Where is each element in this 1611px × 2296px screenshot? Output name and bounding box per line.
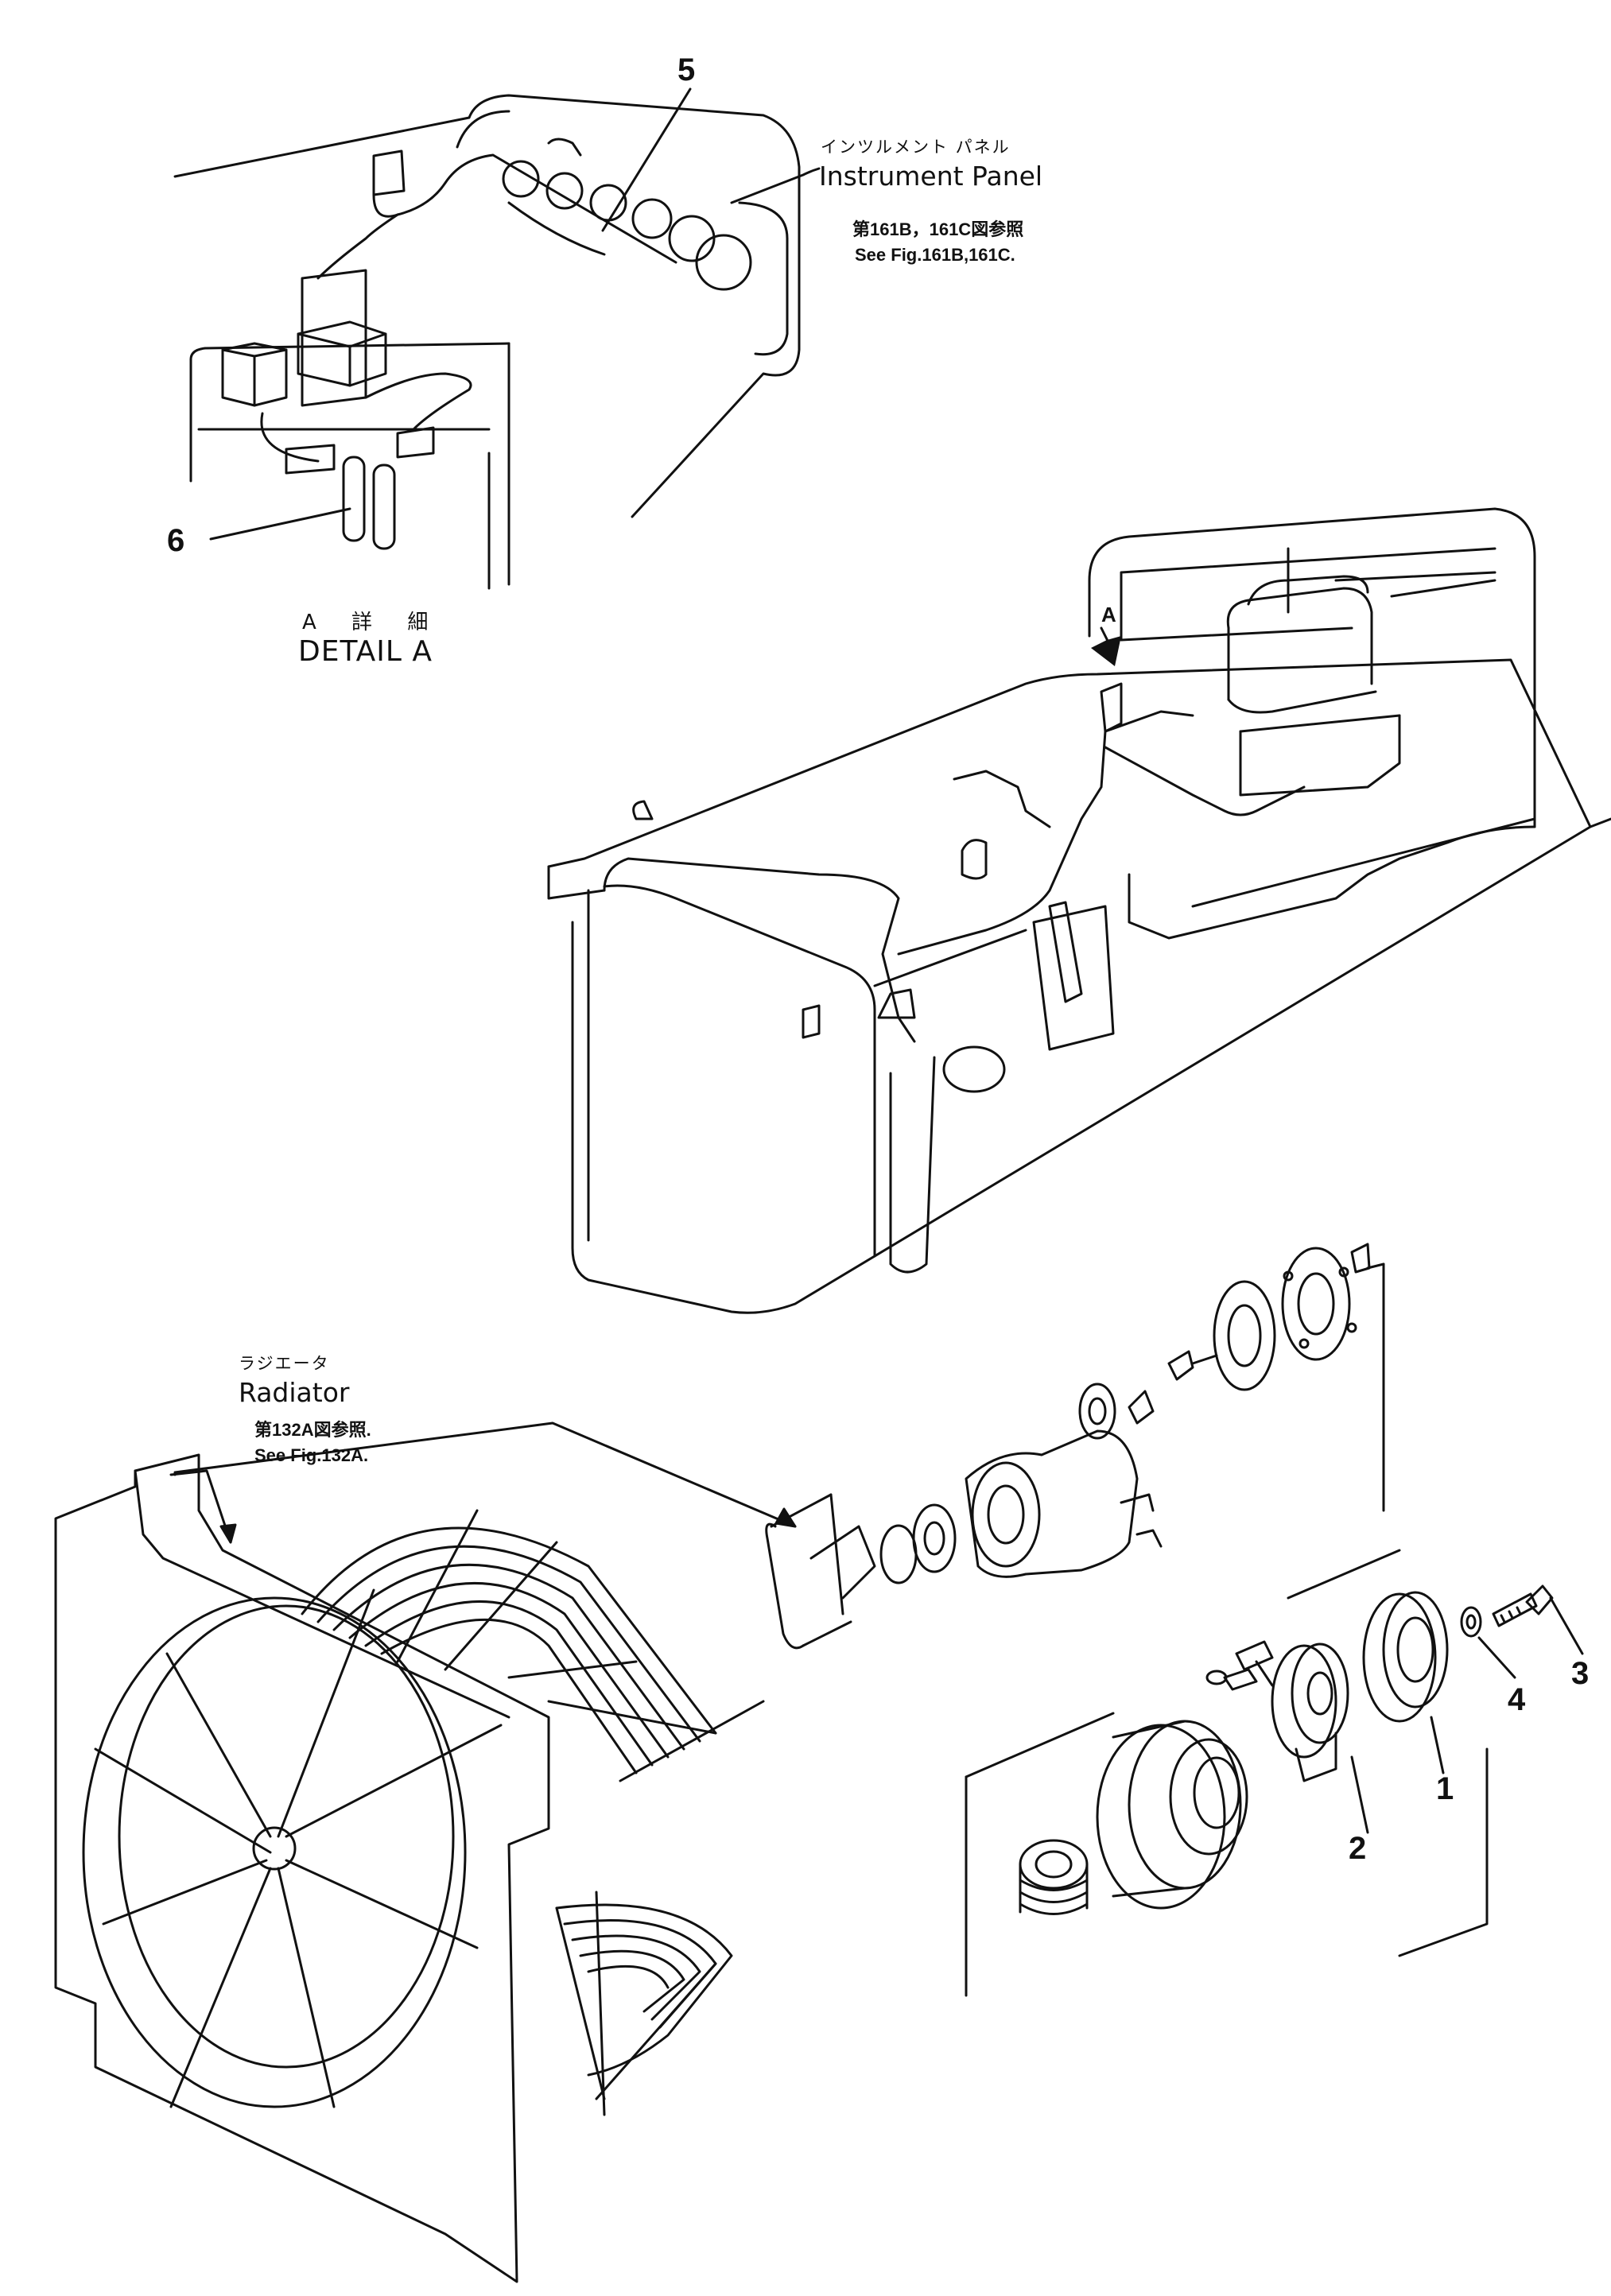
callout-4: 4 <box>1508 1682 1526 1717</box>
detail-a-label-en: DETAIL A <box>298 635 433 668</box>
detail-a-label-jp: A 詳 細 <box>302 611 443 634</box>
radiator-ref-jp: 第132A図参照. <box>254 1420 371 1440</box>
callout-3: 3 <box>1571 1656 1590 1691</box>
callout-6: 6 <box>167 523 185 558</box>
callout-2: 2 <box>1349 1831 1367 1866</box>
callout-5: 5 <box>677 52 696 87</box>
view-arrow-label: A <box>1101 603 1116 626</box>
pulley-group-illustration <box>965 1584 1584 1997</box>
instrument-panel-ref-jp: 第161B，161C図参照 <box>852 219 1024 239</box>
radiator-ref-en: See Fig.132A. <box>254 1445 369 1465</box>
radiator-label-en: Radiator <box>239 1377 350 1408</box>
instrument-panel-ref-en: See Fig.161B,161C. <box>855 245 1015 265</box>
instrument-panel-label-jp: インツルメント パネル <box>821 138 1011 157</box>
callout-6-leader <box>209 507 351 541</box>
fan-drive-exploded-illustration <box>765 1243 1401 1650</box>
detail-a-illustration <box>173 94 821 590</box>
radiator-fan-illustration <box>54 1421 797 2283</box>
instrument-panel-label-en: Instrument Panel <box>819 161 1043 192</box>
callout-5-leader <box>601 87 692 232</box>
machine-body-illustration <box>547 507 1611 1314</box>
callout-1: 1 <box>1436 1771 1454 1806</box>
radiator-label-jp: ラジエータ <box>239 1354 330 1373</box>
